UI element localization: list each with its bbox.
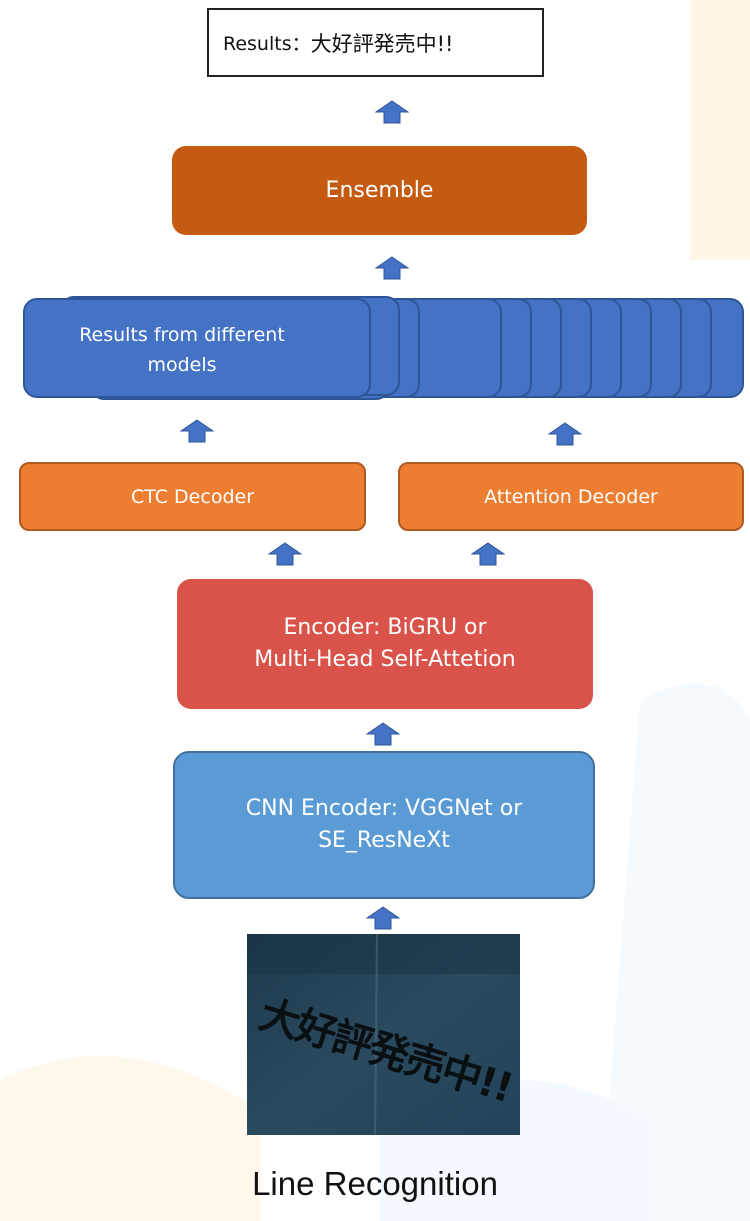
results-text: 大好評発売中!! — [310, 31, 454, 56]
ctc-decoder-box: CTC Decoder — [19, 462, 366, 531]
arrow-up-icon — [180, 419, 214, 443]
cnn-encoder-label-line1: CNN Encoder: VGGNet or — [245, 796, 523, 822]
encoder-label-line1: Encoder: BiGRU or — [283, 615, 487, 641]
encoder-box: Encoder: BiGRU or Multi-Head Self-Atteti… — [177, 579, 593, 709]
attention-decoder-label: Attention Decoder — [484, 485, 658, 508]
arrow-up-icon — [375, 100, 409, 124]
attention-decoder-box: Attention Decoder — [398, 462, 744, 531]
arrow-up-icon — [366, 722, 400, 746]
diagram-caption: Line Recognition — [252, 1165, 498, 1202]
arrow-up-icon — [268, 542, 302, 566]
arrow-up-icon — [548, 422, 582, 446]
arrow-up-icon — [471, 542, 505, 566]
cnn-encoder-box: CNN Encoder: VGGNet or SE_ResNeXt — [173, 751, 595, 899]
ensemble-box: Ensemble — [172, 146, 587, 235]
arrow-up-icon — [375, 256, 409, 280]
models-label-line1: Results from different — [79, 324, 285, 346]
results-label: Results： — [223, 33, 311, 55]
models-label-line2: models — [147, 354, 217, 377]
results-box: Results： 大好評発売中!! — [207, 8, 544, 77]
input-text-line-image: 大好評発売中!! — [247, 934, 520, 1135]
encoder-label-line2: Multi-Head Self-Attetion — [254, 647, 516, 672]
ensemble-label: Ensemble — [325, 178, 434, 203]
cnn-encoder-label-line2: SE_ResNeXt — [318, 828, 450, 853]
text-line-photo: 大好評発売中!! — [247, 934, 520, 1135]
models-results-box: Results from different models — [23, 298, 371, 398]
arrow-up-icon — [366, 906, 400, 930]
ctc-decoder-label: CTC Decoder — [130, 485, 255, 508]
